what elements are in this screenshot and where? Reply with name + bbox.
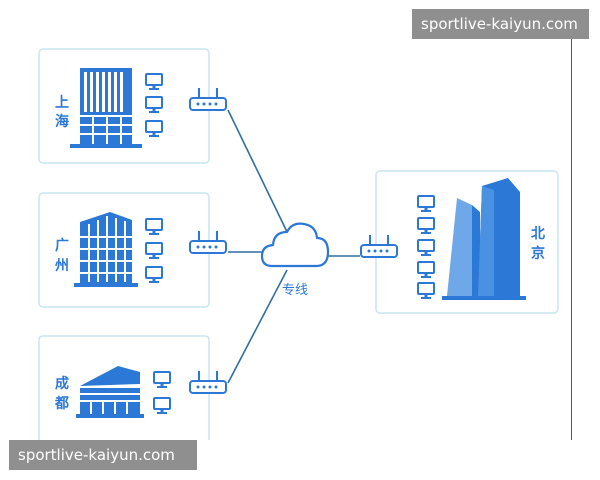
site-box-shanghai [38,48,210,164]
cloud-icon [260,222,330,268]
site-label-line1: 广 [55,237,69,254]
hub-label-line1: 北 [531,226,545,242]
hub-label-line2: 京 [531,245,545,262]
skyscraper-icon [442,178,526,300]
right-divider [571,39,572,440]
site-label-line2: 州 [54,258,69,274]
office-building-icon [70,68,142,148]
site-label-line1: 上 [55,95,69,111]
site-label-line2: 都 [54,396,69,412]
link-chengdu-cloud [227,269,288,384]
site-box-chengdu [38,335,210,440]
office-building-icon [74,212,138,287]
site-label-line2: 海 [55,113,69,130]
site-box-guangzhou [38,192,210,308]
watermark-bottom: sportlive-kaiyun.com [9,440,197,470]
office-building-icon [76,366,144,418]
watermark-top: sportlive-kaiyun.com [412,9,589,39]
connection-lines [227,109,360,384]
cloud-label: 专线 [282,283,308,298]
link-shanghai-cloud [227,109,291,239]
site-label-line1: 成 [55,375,69,392]
hub-box-beijing [375,170,559,314]
